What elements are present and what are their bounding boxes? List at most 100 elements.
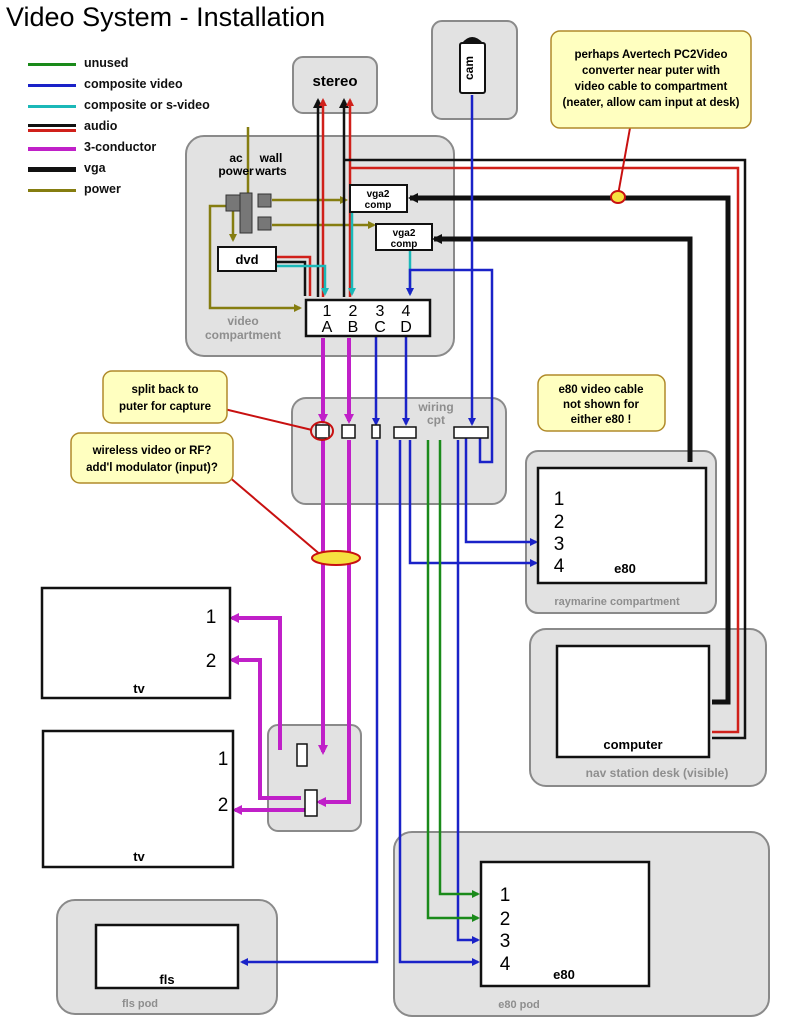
svg-text:3: 3 <box>500 931 511 952</box>
svg-text:either e80 !: either e80 ! <box>571 414 632 426</box>
svg-text:tv: tv <box>133 681 145 696</box>
video-compartment-label-line2: compartment <box>205 328 281 342</box>
svg-text:fls: fls <box>159 972 174 987</box>
legend-swatch <box>28 167 76 172</box>
stereo-label: stereo <box>312 73 357 90</box>
svg-text:3: 3 <box>376 303 385 320</box>
svg-text:wireless video or RF?: wireless video or RF? <box>92 445 212 457</box>
svg-text:2: 2 <box>218 795 229 816</box>
legend-label: 3-conductor <box>84 140 157 154</box>
fls-unit: fls <box>94 923 240 990</box>
wall-warts-line1: wall <box>259 151 283 165</box>
legend-label: composite or s-video <box>84 98 210 112</box>
svg-text:e80: e80 <box>553 967 575 982</box>
svg-text:add'l modulator (input)?: add'l modulator (input)? <box>86 462 218 474</box>
legend-label: power <box>84 182 121 196</box>
svg-text:computer: computer <box>603 737 662 752</box>
legend-swatch <box>28 147 76 151</box>
legend-item: 3-conductor <box>28 138 228 159</box>
legend: unused composite video composite or s-vide… <box>28 54 228 201</box>
stereo-box: stereo <box>292 56 378 114</box>
svg-text:comp: comp <box>391 239 418 250</box>
legend-swatch <box>28 124 76 132</box>
note-split: split back to puter for capture <box>102 370 313 431</box>
svg-text:4: 4 <box>402 303 411 320</box>
svg-text:perhaps Avertech PC2Video: perhaps Avertech PC2Video <box>575 49 728 61</box>
e80-pod-label: e80 pod <box>498 999 540 1011</box>
unused-wires <box>426 440 480 922</box>
splitter-connectors <box>296 743 318 817</box>
svg-text:D: D <box>400 319 412 336</box>
svg-text:2: 2 <box>349 303 358 320</box>
tv-1: 1 2 tv <box>40 586 232 700</box>
legend-item: power <box>28 180 228 201</box>
legend-item: unused <box>28 54 228 75</box>
svg-text:1: 1 <box>554 489 565 510</box>
audio-wires <box>277 98 747 740</box>
svg-text:split back to: split back to <box>131 384 198 396</box>
legend-label: audio <box>84 119 118 133</box>
cam-box: cam <box>431 20 518 120</box>
svg-text:1: 1 <box>218 749 229 770</box>
svg-text:1: 1 <box>500 885 511 906</box>
tv-splitter-box <box>267 724 362 832</box>
tv-2: 1 2 tv <box>41 729 235 869</box>
dvd-player: dvd <box>217 246 277 272</box>
svg-text:1: 1 <box>323 303 332 320</box>
legend-label: vga <box>84 161 106 175</box>
cam-label: cam <box>462 56 476 80</box>
svg-text:4: 4 <box>500 954 511 975</box>
svg-text:B: B <box>348 319 359 336</box>
svg-text:video cable to compartment: video cable to compartment <box>575 81 728 93</box>
legend-swatch <box>28 63 76 66</box>
legend-item: composite video <box>28 75 228 96</box>
svg-text:2: 2 <box>554 512 565 533</box>
svg-text:(neater, allow cam input at de: (neater, allow cam input at desk) <box>562 97 739 109</box>
e80-raymarine: 1 2 3 4 e80 <box>536 466 708 585</box>
note-e80-cable: e80 video cable not shown for either e80… <box>537 374 666 432</box>
e80-pod-unit: 1 2 3 4 e80 <box>479 860 651 988</box>
wiring-cpt-label-line1: wiring <box>417 400 453 414</box>
wall-warts: ac power wall warts <box>218 151 287 234</box>
legend-item: audio <box>28 117 228 138</box>
svg-text:2: 2 <box>206 651 217 672</box>
note-wireless: wireless video or RF? add'l modulator (i… <box>70 432 361 566</box>
legend-label: unused <box>84 56 129 70</box>
video-input-panel: 1 2 3 4 A B C D <box>304 298 432 338</box>
svg-text:e80: e80 <box>614 561 636 576</box>
svg-text:not shown for: not shown for <box>563 399 640 411</box>
svg-text:e80 video cable: e80 video cable <box>558 384 643 396</box>
svg-text:converter near puter with: converter near puter with <box>582 65 720 77</box>
vga2comp-converter-2: vga2 comp <box>375 223 433 251</box>
svg-text:comp: comp <box>365 200 392 211</box>
ac-power-line1: ac <box>229 151 243 165</box>
legend-swatch <box>28 189 76 192</box>
legend-item: composite or s-video <box>28 96 228 117</box>
vga-wires <box>408 193 731 705</box>
svg-text:3: 3 <box>554 534 565 555</box>
computer-monitor: computer <box>555 644 711 759</box>
svg-text:2: 2 <box>500 909 511 930</box>
svg-text:dvd: dvd <box>235 252 258 267</box>
legend-swatch <box>28 105 76 108</box>
nav-station-label: nav station desk (visible) <box>586 766 729 780</box>
svg-text:1: 1 <box>206 607 217 628</box>
svg-text:C: C <box>374 319 386 336</box>
legend-label: composite video <box>84 77 183 91</box>
ac-power-line2: power <box>218 164 254 178</box>
svg-text:puter for capture: puter for capture <box>119 401 211 413</box>
fls-pod-label: fls pod <box>122 998 158 1010</box>
page-title: Video System - Installation <box>6 2 326 32</box>
note-avertech: perhaps Avertech PC2Video converter near… <box>550 30 752 204</box>
vga2comp-converter-1: vga2 comp <box>349 184 408 213</box>
wall-warts-line2: warts <box>254 164 287 178</box>
legend-item: vga <box>28 159 228 180</box>
svg-text:vga2: vga2 <box>367 189 390 200</box>
svg-text:A: A <box>322 319 333 336</box>
video-compartment-label-line1: video <box>227 314 258 328</box>
svg-text:4: 4 <box>554 556 565 577</box>
svg-text:vga2: vga2 <box>393 228 416 239</box>
composite-video-wires <box>240 95 538 966</box>
svg-text:tv: tv <box>133 849 145 864</box>
